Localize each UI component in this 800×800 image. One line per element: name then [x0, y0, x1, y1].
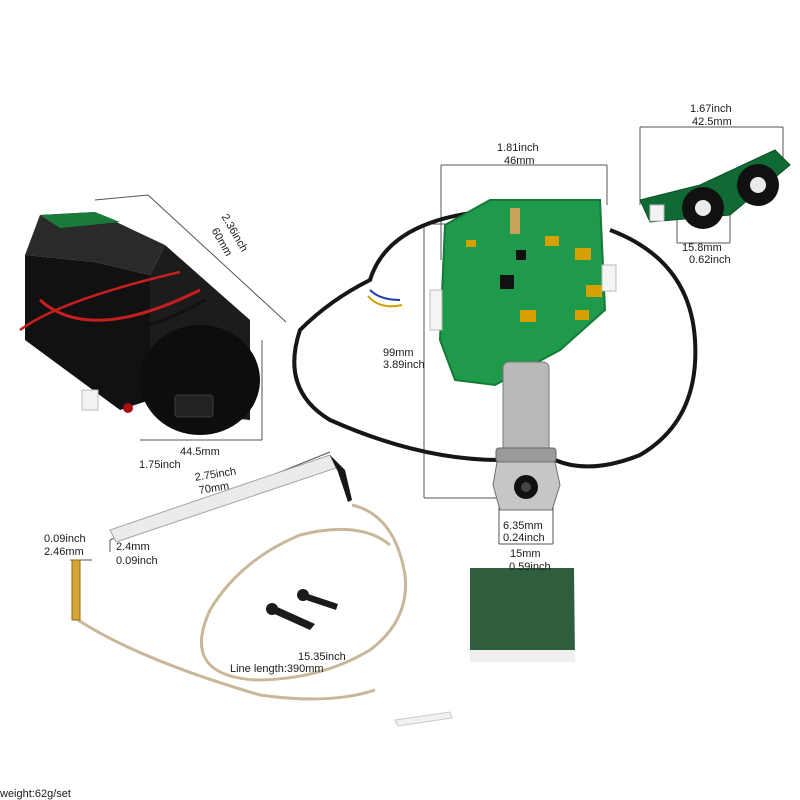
control-knobs	[639, 149, 791, 229]
foam-pad	[470, 568, 575, 662]
dimension-lines	[70, 126, 784, 561]
preamp-height-mm: 99mm	[383, 347, 414, 359]
preamp-pcb	[429, 199, 617, 387]
braided-cable	[71, 503, 408, 701]
battery-box	[19, 212, 260, 435]
jack-width-mm: 15mm	[510, 548, 541, 560]
cable-length-label: Line length:390mm	[230, 663, 324, 675]
output-cable	[292, 208, 698, 469]
jack-hole-mm: 6.35mm	[503, 520, 543, 532]
knob-size-mm: 15.8mm	[682, 242, 722, 254]
screws	[266, 589, 338, 630]
weight-label: weight:62g/set	[0, 788, 71, 800]
knob-size-inch: 0.62inch	[689, 254, 731, 266]
output-jack	[492, 361, 561, 511]
preamp-width-mm: 46mm	[504, 155, 535, 167]
cable-tie	[394, 711, 453, 727]
jack-hole-inch: 0.24inch	[503, 532, 545, 544]
jack-width-inch: 0.59inch	[509, 561, 551, 573]
preamp-height-inch: 3.89inch	[383, 359, 425, 371]
knobs-width-inch: 1.67inch	[690, 103, 732, 115]
rod-thick-mm: 2.4mm	[116, 541, 150, 553]
preamp-width-inch: 1.81inch	[497, 142, 539, 154]
cable-length-inch: 15.35inch	[298, 651, 346, 663]
knobs-width-mm: 42.5mm	[692, 116, 732, 128]
battery-width-mm: 44.5mm	[180, 446, 220, 458]
pickup-rod	[109, 454, 352, 543]
pickup-dia-inch: 0.09inch	[44, 533, 86, 545]
battery-width-inch: 1.75inch	[139, 459, 181, 471]
pickup-dia-mm: 2.46mm	[44, 546, 84, 558]
rod-thick-inch: 0.09inch	[116, 555, 158, 567]
